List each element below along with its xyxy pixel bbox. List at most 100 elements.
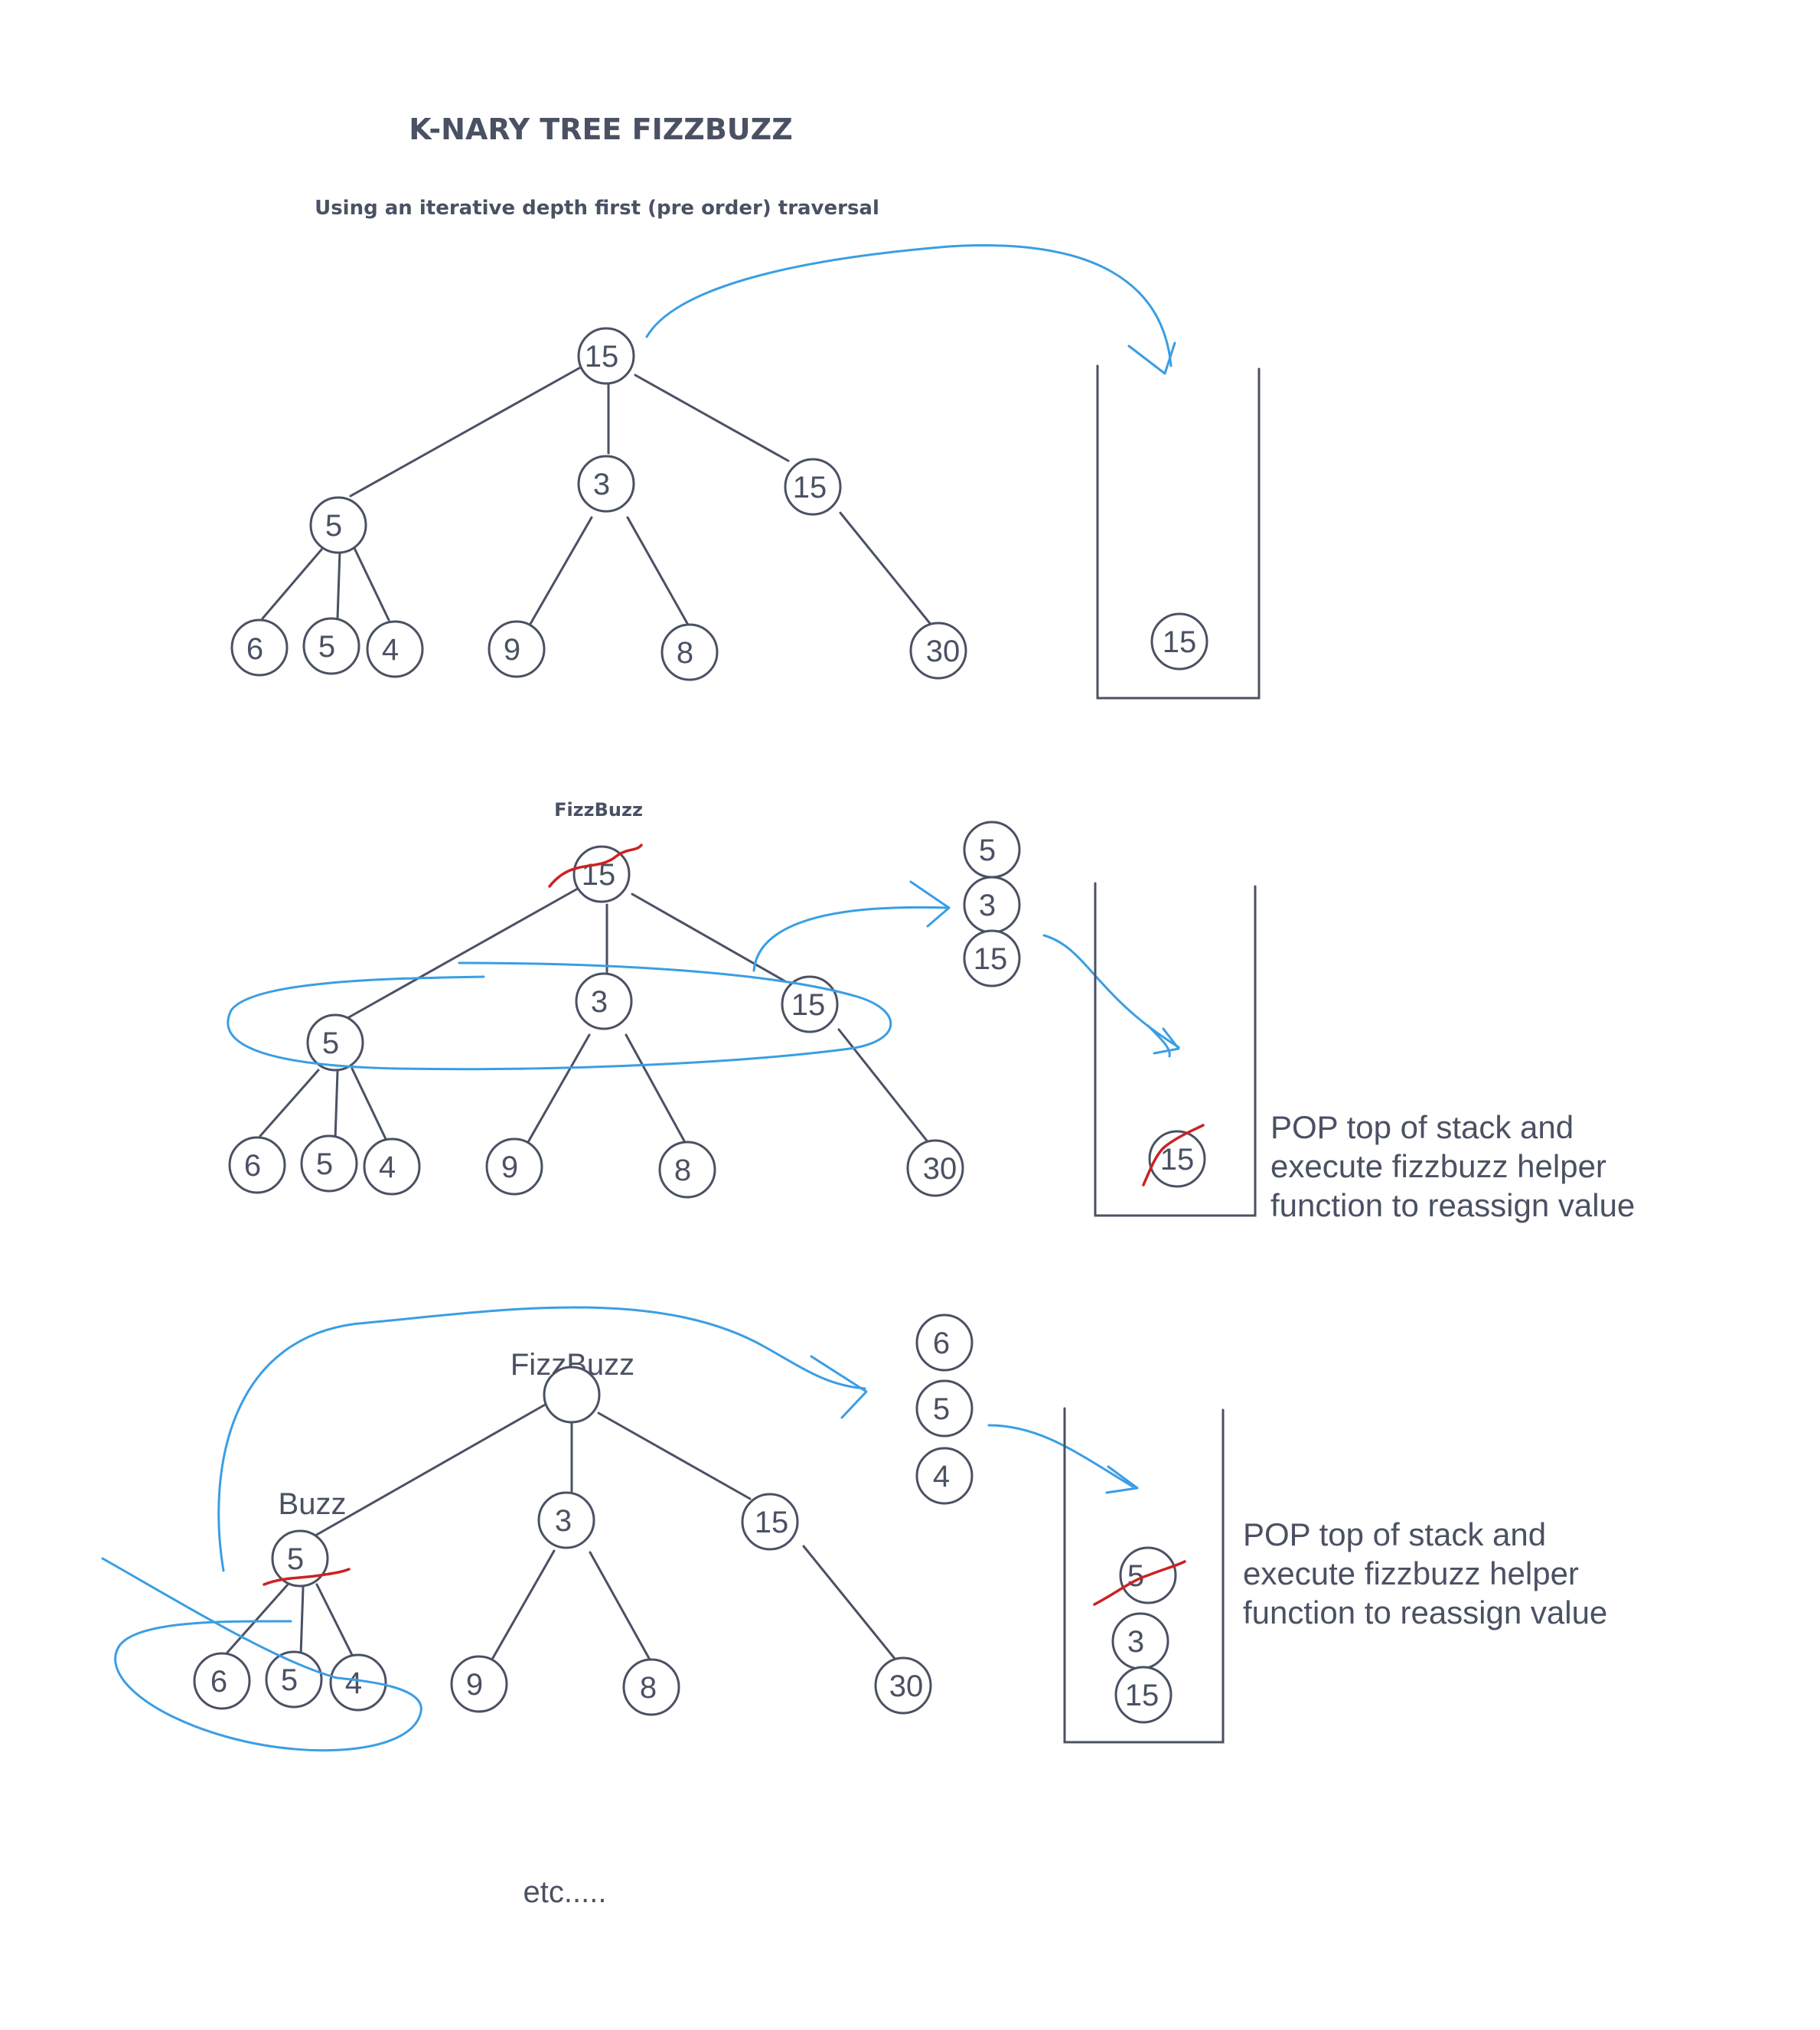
svg-text:6: 6 [246, 632, 263, 666]
stack-item: 4 [915, 1447, 974, 1505]
stack-item: 15 [1150, 612, 1208, 671]
tree-node: 5 [302, 617, 360, 675]
push-arrow [217, 1306, 866, 1572]
svg-text:15: 15 [755, 1506, 789, 1539]
svg-text:30: 30 [923, 1152, 957, 1186]
stack-container: 5 3 15 [1063, 1407, 1225, 1744]
tree-node: 30 [874, 1656, 932, 1715]
page-subtitle: Using an iterative depth first (pre orde… [315, 197, 879, 220]
svg-text:3: 3 [593, 468, 610, 501]
stack-item: 5 [915, 1379, 974, 1438]
step1-tree: 15 5 3 15 6 5 4 9 [230, 327, 967, 681]
svg-text:5: 5 [325, 509, 342, 543]
note-line: POP top of stack and [1270, 1109, 1574, 1145]
pushed-children: 6 5 4 [915, 1314, 974, 1505]
svg-text:6: 6 [933, 1327, 950, 1360]
tree-node: 9 [488, 620, 546, 678]
stack-item: 5 [963, 821, 1021, 879]
svg-text:4: 4 [933, 1460, 950, 1493]
stack-item: 3 [1111, 1612, 1169, 1670]
push-arrow [1042, 934, 1180, 1058]
push-arrow [752, 880, 951, 972]
svg-text:5: 5 [287, 1542, 304, 1576]
tree-node: 5 [265, 1650, 323, 1709]
page-title: K-NARY TREE FIZZBUZZ [409, 113, 793, 146]
tree-node: 6 [193, 1652, 251, 1710]
tree-node-root [543, 1366, 601, 1424]
stack-item: 15 [963, 929, 1021, 987]
svg-text:3: 3 [555, 1504, 572, 1538]
note-line: function to reassign value [1270, 1187, 1635, 1223]
tree-node: 9 [450, 1655, 508, 1713]
tree-node: 15 [784, 458, 842, 516]
tree-node: 8 [658, 1141, 716, 1199]
svg-text:3: 3 [591, 985, 608, 1019]
step-note: POP top of stack and execute fizzbuzz he… [1270, 1109, 1635, 1223]
step-note: POP top of stack and execute fizzbuzz he… [1243, 1516, 1607, 1630]
tree-node: 3 [577, 455, 635, 513]
svg-text:15: 15 [974, 942, 1008, 976]
svg-text:8: 8 [677, 636, 693, 670]
svg-text:9: 9 [504, 633, 520, 667]
svg-text:5: 5 [316, 1147, 333, 1181]
tree-node: 4 [329, 1653, 387, 1712]
tree-node: 15 [741, 1493, 799, 1551]
tree-node: 5 [306, 1013, 364, 1072]
tree-node: 30 [906, 1139, 964, 1197]
note-line: execute fizzbuzz helper [1270, 1148, 1606, 1184]
svg-text:4: 4 [379, 1150, 396, 1184]
svg-text:9: 9 [466, 1668, 483, 1702]
tree-node-root: 15 [577, 327, 635, 385]
svg-text:4: 4 [345, 1666, 362, 1700]
svg-text:30: 30 [926, 635, 961, 668]
svg-text:5: 5 [1127, 1559, 1144, 1593]
selection-lasso [101, 1557, 422, 1752]
stack-item: 15 [1114, 1666, 1173, 1724]
tree-node: 8 [660, 623, 719, 681]
svg-text:15: 15 [1125, 1679, 1160, 1712]
svg-text:5: 5 [281, 1663, 298, 1697]
push-arrow [645, 244, 1176, 375]
strike-mark [263, 1568, 351, 1586]
svg-text:8: 8 [640, 1671, 657, 1705]
tree-node: 3 [575, 972, 633, 1030]
push-arrow-head [810, 1355, 868, 1419]
stack-container: 15 [1096, 364, 1261, 700]
node-result-label: Buzz [279, 1487, 347, 1521]
svg-text:5: 5 [318, 630, 335, 664]
svg-text:15: 15 [793, 471, 827, 504]
tree-node: 5 [271, 1529, 329, 1588]
tree-node-root: 15 [572, 845, 631, 903]
tree-node: 6 [230, 618, 289, 677]
svg-text:9: 9 [501, 1150, 518, 1184]
tree-node: 5 [300, 1134, 358, 1193]
tree-node: 9 [485, 1137, 543, 1196]
svg-text:15: 15 [1163, 625, 1197, 659]
pushed-children: 5 3 15 [963, 821, 1021, 987]
svg-text:3: 3 [979, 889, 996, 922]
svg-text:3: 3 [1127, 1625, 1144, 1659]
svg-text:5: 5 [322, 1026, 339, 1060]
stack-container: 15 [1094, 882, 1257, 1217]
tree-node: 5 [309, 496, 367, 554]
tree-node: 15 [781, 975, 839, 1033]
step2-tree: 15 5 3 15 6 5 4 9 [228, 845, 964, 1199]
push-arrow [987, 1424, 1139, 1494]
strike-mark [548, 844, 643, 888]
tree-node: 8 [622, 1658, 680, 1716]
svg-text:5: 5 [933, 1392, 950, 1426]
selection-lasso [227, 961, 892, 1071]
svg-text:8: 8 [674, 1154, 691, 1187]
svg-text:6: 6 [210, 1665, 227, 1699]
stack-item: 3 [963, 876, 1021, 934]
tree-node: 6 [228, 1136, 286, 1194]
strike-mark [1093, 1560, 1186, 1606]
svg-text:6: 6 [244, 1149, 261, 1183]
tree-node: 4 [363, 1137, 421, 1196]
node-result-label: FizzBuzz [554, 799, 643, 821]
note-line: execute fizzbuzz helper [1243, 1555, 1579, 1591]
svg-text:4: 4 [382, 633, 399, 667]
svg-text:5: 5 [979, 834, 996, 867]
svg-text:15: 15 [791, 988, 826, 1022]
svg-text:15: 15 [1160, 1143, 1195, 1177]
